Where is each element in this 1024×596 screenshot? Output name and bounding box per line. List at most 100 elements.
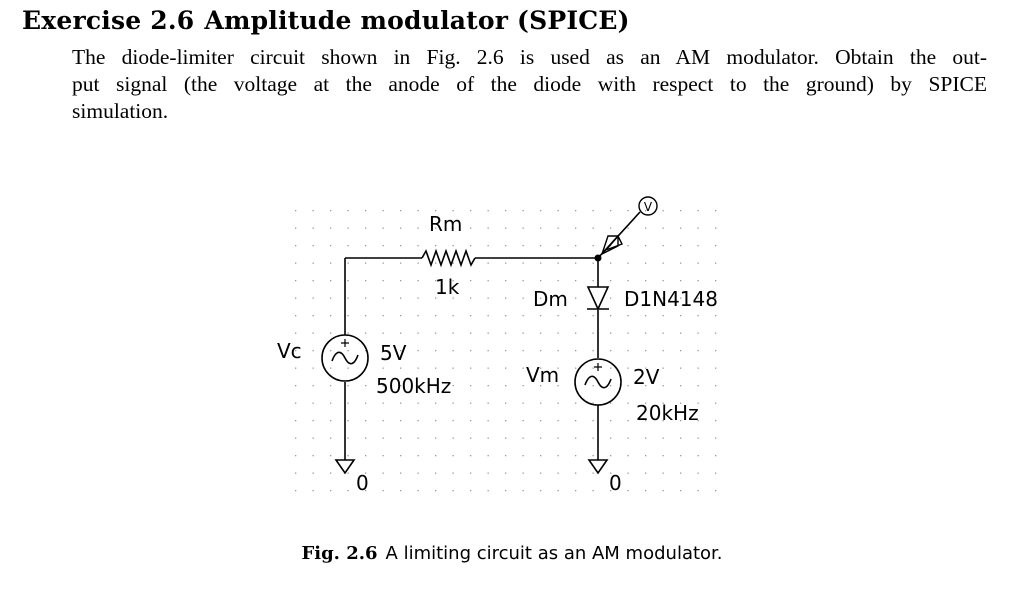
grid-dot: [557, 490, 559, 492]
grid-dot: [487, 315, 489, 317]
grid-dot: [417, 297, 419, 299]
grid-dot: [330, 332, 332, 334]
grid-dot: [330, 262, 332, 264]
grid-dot: [540, 350, 542, 352]
grid-dot: [662, 455, 664, 457]
grid-dot: [662, 280, 664, 282]
grid-dot: [487, 245, 489, 247]
grid-dot: [312, 490, 314, 492]
grid-dot: [627, 245, 629, 247]
grid-dot: [382, 367, 384, 369]
exercise-text-line-2: put signal (the voltage at the anode of …: [72, 72, 987, 96]
grid-dot: [417, 490, 419, 492]
grid-dot: [680, 472, 682, 474]
grid-dot: [610, 455, 612, 457]
grid-dot: [452, 280, 454, 282]
grid-dot: [435, 490, 437, 492]
grid-dot: [452, 402, 454, 404]
diode-name: Dm: [533, 287, 568, 311]
grid-dot: [435, 350, 437, 352]
grid-dot: [715, 490, 717, 492]
grid-dot: [540, 402, 542, 404]
grid-dot: [697, 490, 699, 492]
grid-dot: [662, 385, 664, 387]
grid-dot: [382, 385, 384, 387]
grid-dot: [487, 455, 489, 457]
voltage-probe-icon: [601, 196, 658, 255]
grid-dot: [505, 385, 507, 387]
grid-dot: [487, 262, 489, 264]
grid-dot: [645, 332, 647, 334]
grid-dot: [540, 262, 542, 264]
grid-dot: [400, 490, 402, 492]
grid-dot: [452, 262, 454, 264]
grid-dot: [627, 280, 629, 282]
grid-dot: [715, 420, 717, 422]
grid-dot: [452, 437, 454, 439]
grid-dot: [645, 315, 647, 317]
grid-dot: [627, 227, 629, 229]
grid-dot: [452, 472, 454, 474]
exercise-title: Amplitude modulator (SPICE): [204, 6, 630, 35]
grid-dot: [697, 437, 699, 439]
ground-right-label: 0: [609, 471, 622, 495]
grid-dot: [295, 262, 297, 264]
grid-dot: [662, 420, 664, 422]
grid-dot: [645, 227, 647, 229]
grid-dot: [575, 262, 577, 264]
grid-dot: [400, 367, 402, 369]
source-vc-name: Vc: [277, 339, 302, 363]
grid-dot: [312, 210, 314, 212]
grid-dot: [522, 472, 524, 474]
grid-dot: [295, 332, 297, 334]
grid-dot: [680, 210, 682, 212]
grid-dot: [347, 297, 349, 299]
grid-dot: [680, 315, 682, 317]
grid-dot: [522, 210, 524, 212]
grid-dot: [312, 472, 314, 474]
grid-dot: [330, 350, 332, 352]
grid-dot: [610, 472, 612, 474]
grid-dot: [417, 420, 419, 422]
resistor-value: 1k: [435, 275, 460, 299]
source-vc-symbol: [321, 334, 369, 382]
grid-dot: [452, 332, 454, 334]
grid-dot: [365, 297, 367, 299]
grid-dot: [575, 227, 577, 229]
grid-dot: [505, 245, 507, 247]
grid-dot: [417, 262, 419, 264]
grid-dot: [627, 210, 629, 212]
grid-dot: [575, 402, 577, 404]
grid-dot: [662, 245, 664, 247]
grid-dot: [592, 437, 594, 439]
grid-dot: [347, 420, 349, 422]
grid-dot: [522, 227, 524, 229]
grid-dot: [610, 420, 612, 422]
grid-dot: [575, 315, 577, 317]
grid-dot: [470, 210, 472, 212]
grid-dot: [697, 367, 699, 369]
grid-dot: [627, 367, 629, 369]
grid-dot: [522, 367, 524, 369]
grid-dot: [715, 367, 717, 369]
grid-dot: [610, 367, 612, 369]
grid-dot: [295, 227, 297, 229]
grid-dot: [610, 490, 612, 492]
grid-dot: [382, 245, 384, 247]
grid-dot: [557, 332, 559, 334]
grid-dot: [557, 280, 559, 282]
figure-label: Fig. 2.6: [301, 543, 378, 564]
grid-dot: [505, 227, 507, 229]
grid-dot: [662, 332, 664, 334]
resistor-name: Rm: [429, 212, 462, 236]
grid-dot: [662, 402, 664, 404]
grid-dot: [400, 472, 402, 474]
grid-dots: [295, 210, 717, 492]
grid-dot: [417, 350, 419, 352]
grid-dot: [365, 210, 367, 212]
grid-dot: [330, 210, 332, 212]
grid-dot: [522, 315, 524, 317]
grid-dot: [697, 227, 699, 229]
grid-dot: [312, 297, 314, 299]
grid-dot: [627, 385, 629, 387]
